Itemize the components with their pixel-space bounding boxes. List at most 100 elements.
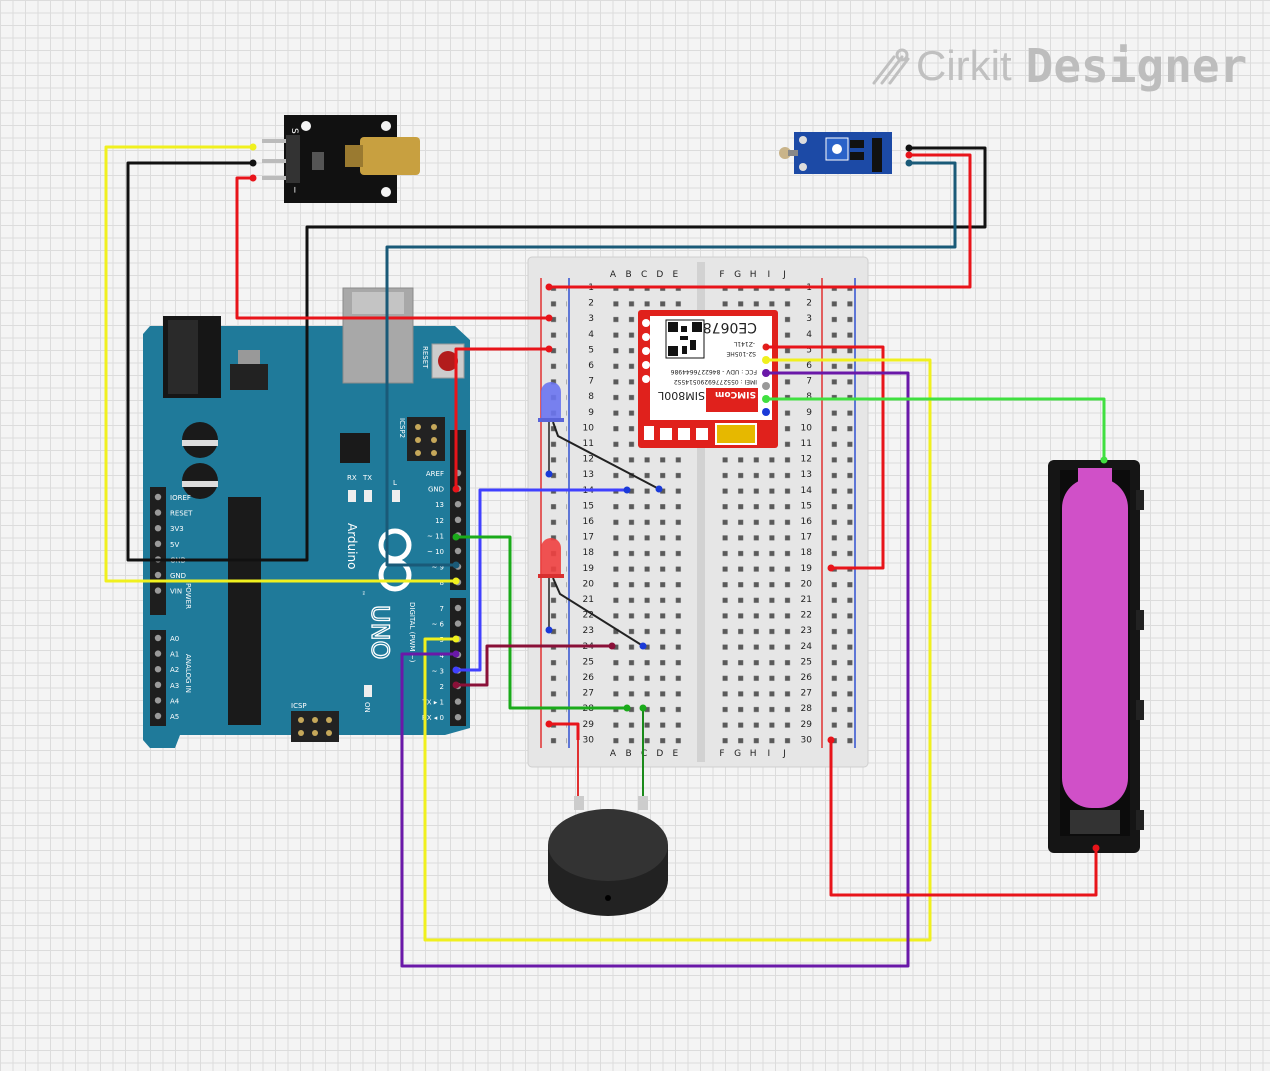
digital-pin-label: GND xyxy=(428,486,444,494)
digital-title: DIGITAL (PWM ~) xyxy=(408,602,416,663)
header-pin[interactable] xyxy=(454,698,462,705)
bb-row-label-right: 10 xyxy=(801,423,813,433)
bb-col-label-bottom: E xyxy=(673,749,679,759)
wire-buzzer-pos xyxy=(549,722,580,740)
header-pin[interactable] xyxy=(154,540,162,547)
bb-row-label-left: 10 xyxy=(583,423,595,433)
wire-endpoints xyxy=(249,143,1108,852)
qr-code xyxy=(665,319,705,359)
bb-row-label-left: 15 xyxy=(583,501,594,511)
bb-row-label-right: 4 xyxy=(806,330,812,340)
bb-col-label-top: E xyxy=(673,270,679,280)
atmega-chip xyxy=(228,497,261,725)
arduino-model-label: UNO xyxy=(366,605,394,659)
wire-laser-gnd xyxy=(126,146,987,562)
header-pin[interactable] xyxy=(154,571,162,579)
bb-row-label-right: 12 xyxy=(801,455,812,465)
brand-prefix: Cirkit xyxy=(916,42,1012,89)
gsm-model: SIM800L xyxy=(657,389,705,402)
bb-col-label-top: D xyxy=(656,270,663,280)
header-pin[interactable] xyxy=(154,666,162,673)
bb-row-label-right: 24 xyxy=(801,642,813,652)
power-pin-label: GND xyxy=(170,572,186,580)
bb-row-label-right: 5 xyxy=(806,345,812,355)
header-pin[interactable] xyxy=(454,620,462,627)
wire-ldr-out xyxy=(385,161,957,567)
digital-pin-label: TX ▸ 1 xyxy=(422,699,445,707)
bb-row-label-left: 18 xyxy=(583,548,595,558)
bb-row-label-right: 29 xyxy=(801,720,813,730)
header-pin[interactable] xyxy=(154,650,162,657)
bb-col-label-bottom: A xyxy=(610,749,617,759)
bb-row-label-left: 7 xyxy=(588,377,594,387)
wire-buzzer xyxy=(456,535,627,710)
header-pin[interactable] xyxy=(154,525,162,532)
digital-pin-label: ~ 6 xyxy=(431,621,444,629)
sim800l-module: CE0678 -Z141L S2-105HE FCC : UDV - 84622… xyxy=(638,310,778,448)
bb-row-label-left: 11 xyxy=(583,439,594,449)
l-label: L xyxy=(393,479,397,487)
bb-row-label-left: 27 xyxy=(583,689,594,699)
bb-row-label-left: 8 xyxy=(588,392,594,402)
header-pin[interactable] xyxy=(454,604,462,612)
header-pin[interactable] xyxy=(454,714,462,721)
header-pin[interactable] xyxy=(154,634,162,642)
bb-col-label-bottom: B xyxy=(626,749,632,759)
header-pin[interactable] xyxy=(154,587,162,594)
led-red xyxy=(538,538,644,647)
bb-row-label-left: 30 xyxy=(583,735,595,745)
header-pin[interactable] xyxy=(154,509,162,516)
bb-row-label-right: 21 xyxy=(801,595,812,605)
header-pin[interactable] xyxy=(154,681,162,688)
header-pin[interactable] xyxy=(154,697,162,704)
wire-gsm-tx xyxy=(400,371,910,968)
digital-pin-label: ~ 9 xyxy=(431,564,444,572)
bb-row-label-right: 22 xyxy=(801,611,812,621)
header-pin[interactable] xyxy=(454,501,462,508)
header-pin[interactable] xyxy=(154,712,162,720)
bb-row-label-left: 6 xyxy=(588,361,594,371)
bb-col-label-top: F xyxy=(719,270,724,280)
bb-col-label-bottom: D xyxy=(656,749,663,759)
digital-pin-label: 12 xyxy=(435,517,444,525)
bb-col-label-top: B xyxy=(626,270,632,280)
gsm-ver: -Z141L xyxy=(733,340,755,347)
laser-diode xyxy=(360,137,420,175)
tx-label: TX xyxy=(362,474,372,482)
bb-row-label-right: 7 xyxy=(806,377,812,387)
analog-pin-label: A0 xyxy=(170,635,179,643)
analog-pin-label: A1 xyxy=(170,651,179,659)
bb-row-label-right: 28 xyxy=(801,704,813,714)
bb-row-label-left: 5 xyxy=(588,345,594,355)
reset-label: RESET xyxy=(421,346,429,369)
power-pin-label: 3V3 xyxy=(170,525,184,533)
header-pin[interactable] xyxy=(154,493,162,501)
wire-laser-vcc xyxy=(235,176,549,320)
bb-row-label-left: 29 xyxy=(583,720,595,730)
laser-pin-minus: − xyxy=(289,186,299,194)
bb-row-label-left: 21 xyxy=(583,595,594,605)
header-pin[interactable] xyxy=(454,547,462,555)
bb-row-label-left: 23 xyxy=(583,626,594,636)
wire-5v-rail xyxy=(454,347,549,489)
bb-row-label-right: 3 xyxy=(806,314,812,324)
digital-pin-label: ~ 11 xyxy=(427,532,444,540)
wire-laser-signal xyxy=(104,145,456,583)
rx-label: RX xyxy=(347,474,357,482)
analog-pin-label: A4 xyxy=(170,697,180,705)
arduino-tm: ™ xyxy=(358,590,365,596)
wire-gsm-rx xyxy=(423,358,932,942)
bb-row-label-right: 9 xyxy=(806,408,812,418)
bb-row-label-right: 8 xyxy=(806,392,812,402)
bb-row-label-left: 25 xyxy=(583,657,594,667)
buzzer xyxy=(548,708,668,916)
bb-row-label-left: 12 xyxy=(583,455,594,465)
bb-col-label-bottom: C xyxy=(641,749,647,759)
battery-holder xyxy=(1048,460,1144,853)
brand-logo: Cirkit Designer xyxy=(870,38,1247,94)
digital-pin-label: ~ 3 xyxy=(431,667,444,675)
header-pin[interactable] xyxy=(454,516,462,523)
bb-row-label-left: 16 xyxy=(583,517,595,527)
wire-gsm-vcc xyxy=(766,345,885,570)
